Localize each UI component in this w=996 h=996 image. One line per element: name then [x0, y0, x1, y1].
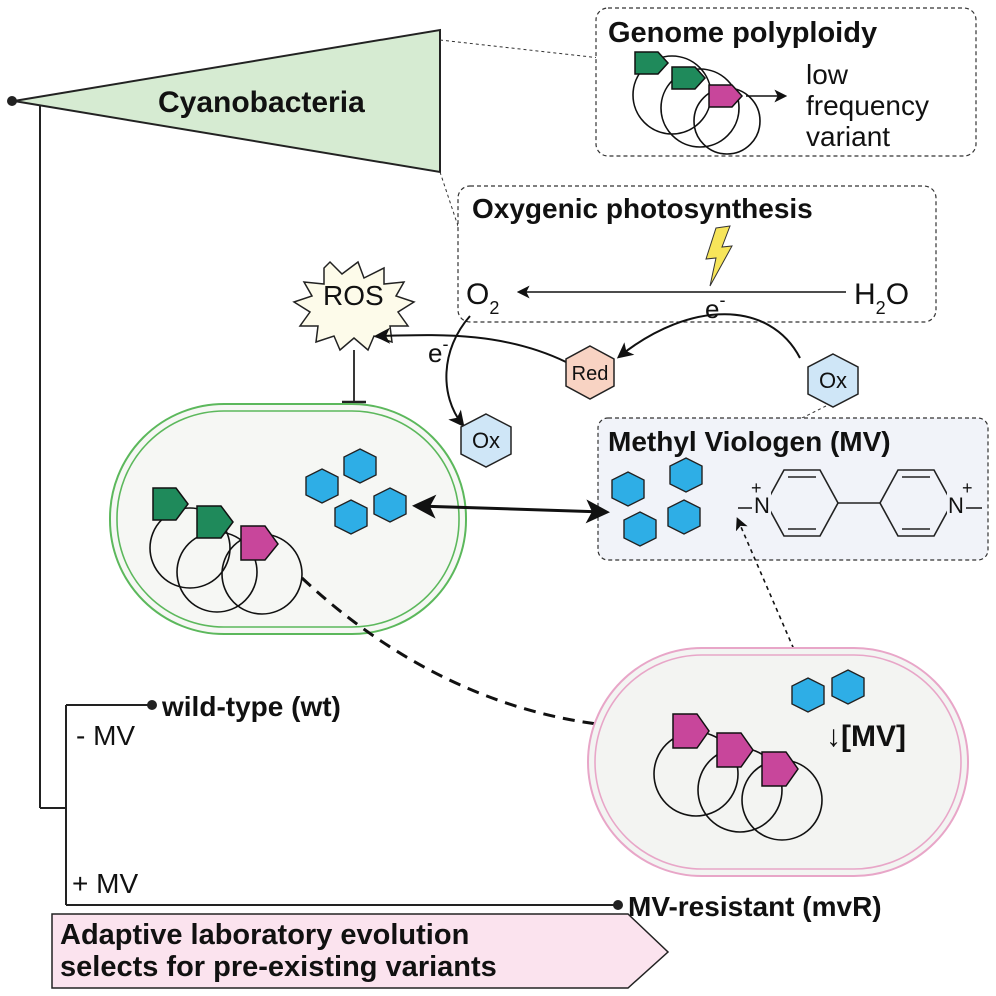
red-label: Red: [572, 363, 609, 385]
mv-molecule: [623, 511, 657, 547]
phylogeny-tree: [7, 96, 623, 910]
wt-node: [147, 700, 157, 710]
mv-molecule: [373, 487, 407, 523]
methyl-viologen-box: Methyl Viologen (MV) N + N +: [597, 417, 989, 561]
mv-efflux-arrow: [735, 517, 805, 671]
o2-subscript: 2: [489, 298, 499, 318]
ox-right-label: Ox: [819, 368, 847, 393]
cyanobacteria-label: Cyanobacteria: [158, 86, 365, 119]
photosynthesis-title: Oxygenic photosynthesis: [472, 193, 813, 224]
lightning-bolt-icon: [705, 225, 733, 287]
mv-molecule: [831, 669, 865, 705]
n-right-charge: +: [962, 478, 973, 498]
electron-top-sup: -: [719, 290, 725, 310]
o2-main: O: [466, 278, 489, 311]
genome-line2: frequency: [806, 90, 929, 121]
n-right-label: N: [948, 493, 964, 518]
ox-hexagon-right-shape: [807, 353, 859, 408]
red-to-ros-arrow: [374, 327, 567, 363]
mvr-mv-cluster: [791, 669, 865, 713]
root-node: [7, 96, 17, 106]
mv-molecule: [343, 448, 377, 484]
mv-molecule: [791, 677, 825, 713]
wt-green-gene-1: [152, 487, 189, 521]
electron-mid-e: e: [428, 338, 442, 368]
banner-shape: [51, 913, 670, 989]
photosynthesis-box-border: [457, 185, 937, 323]
mv-molecule-cluster: [611, 457, 703, 547]
wt-green-gene-2: [196, 505, 234, 539]
minus-mv-label: - MV: [76, 720, 135, 751]
n-left-charge: +: [751, 478, 762, 498]
connector-mv-box: [789, 405, 827, 425]
n-right-backdrop: [947, 490, 965, 516]
wt-chromosome-1: [149, 507, 231, 589]
oxygen-to-ox-arrow: [445, 315, 471, 428]
connector-genome: [439, 39, 601, 59]
mv-resistant-cell: ↓[MV]: [587, 647, 969, 877]
green-variant-gene-2: [671, 66, 707, 90]
ale-banner: Adaptive laboratory evolution selects fo…: [51, 913, 670, 989]
n-left-backdrop: [753, 490, 771, 516]
connector-photosynthesis: [439, 171, 461, 233]
red-hexagon-shape: [565, 345, 615, 400]
genome-line3: variant: [806, 121, 890, 152]
h2o-subscript: 2: [876, 298, 886, 318]
wt-mv-cluster: [305, 448, 407, 535]
mv-molecule: [305, 468, 339, 504]
o2-label: O2: [466, 278, 499, 318]
wt-magenta-gene: [240, 525, 279, 561]
genome-title: Genome polyploidy: [608, 17, 877, 49]
magenta-variant-gene: [708, 84, 744, 108]
ros-burst: ROS: [292, 260, 416, 404]
genome-line1: low: [806, 59, 849, 90]
mv-molecule: [611, 471, 645, 507]
mv-molecule: [334, 499, 368, 535]
mv-transport-arrow: [412, 494, 610, 524]
cyanobacteria-clade: Cyanobacteria: [13, 28, 441, 174]
electron-label-mid: e-: [428, 334, 448, 368]
ox-hexagon-left-shape: [460, 413, 512, 468]
chromosome-2: [660, 68, 740, 148]
h2o-h: H: [854, 278, 876, 311]
mvr-node: [613, 900, 623, 910]
mv-molecule: [667, 499, 701, 535]
mv-title: Methyl Viologen (MV): [608, 426, 891, 457]
banner-line2: selects for pre-existing variants: [60, 951, 497, 983]
ox-hexagon-right: Ox: [807, 353, 859, 408]
plus-mv-label: + MV: [72, 868, 138, 899]
mvr-cell-inner: [594, 654, 962, 870]
wild-type-label: wild-type (wt): [161, 691, 341, 722]
clade-triangle: [13, 28, 441, 174]
mvr-magenta-gene-3: [761, 751, 799, 787]
mv-resistant-label: MV-resistant (mvR): [628, 891, 882, 922]
electron-top-e: e: [705, 294, 719, 324]
ox-hexagon-left: Ox: [460, 413, 512, 468]
banner-line1: Adaptive laboratory evolution: [60, 919, 469, 951]
mv-reduction-arrow: [616, 313, 801, 359]
reduced-mv-label: ↓[MV]: [826, 720, 906, 753]
h2o-label: H2O: [854, 278, 909, 318]
red-hexagon: Red: [565, 345, 615, 400]
photosynthesis-box: Oxygenic photosynthesis O2 H2O e-: [457, 185, 937, 324]
pyridine-ring-right: [879, 469, 953, 537]
genome-polyploidy-box: Genome polyploidy low frequency variant: [595, 7, 977, 157]
mvr-magenta-gene-2: [716, 732, 754, 768]
ros-label: ROS: [323, 280, 384, 311]
mv-molecule: [669, 457, 703, 493]
n-left-label: N: [754, 493, 770, 518]
wild-type-cell: [109, 403, 467, 635]
electron-label-top: e-: [705, 290, 725, 324]
genome-box-border: [595, 7, 977, 157]
electron-mid-sup: -: [442, 334, 448, 354]
mvr-magenta-gene-1: [672, 713, 710, 749]
h2o-o: O: [886, 278, 909, 311]
green-variant-gene-1: [634, 51, 670, 75]
ox-left-label: Ox: [472, 428, 500, 453]
